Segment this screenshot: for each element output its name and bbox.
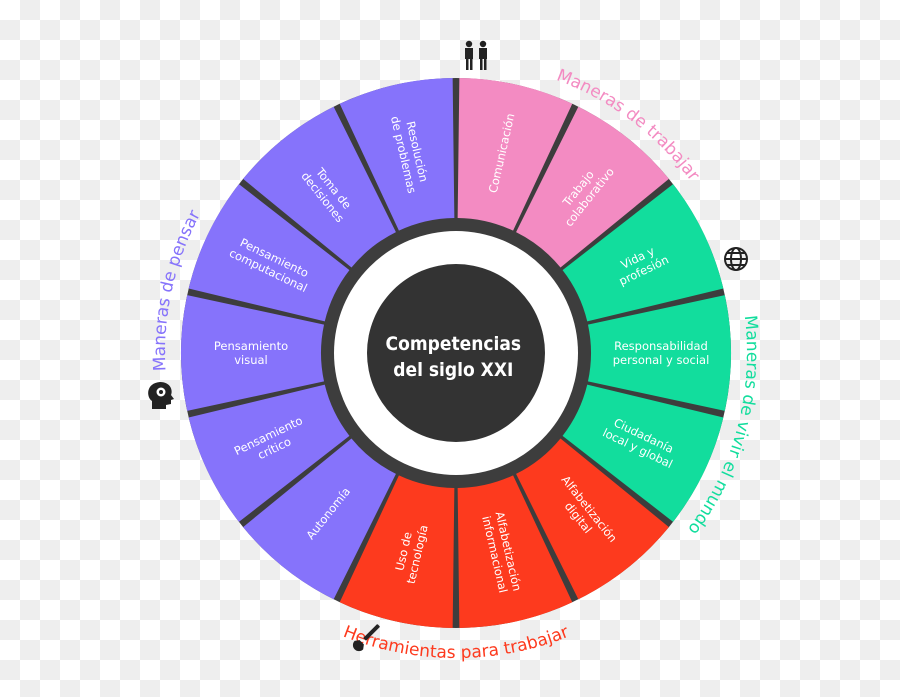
segment-wedge	[587, 295, 732, 411]
wrench-icon	[353, 624, 380, 651]
center-title-line1: Competencias	[386, 333, 522, 355]
globe-icon	[724, 247, 748, 271]
center-title-line2: del siglo XXI	[393, 359, 513, 381]
segment-pensar: Resoluciónde problemas	[339, 78, 455, 231]
segment-wedge	[562, 384, 724, 522]
segment-wedge	[188, 184, 350, 322]
segment-label-line: personal y social	[613, 353, 710, 367]
segment-wedge	[339, 78, 455, 231]
segment-wedge	[516, 438, 669, 600]
segment-wedge	[243, 438, 396, 600]
segment-herramientas: Uso detecnología	[339, 475, 455, 628]
segment-wedge	[339, 475, 455, 628]
segment-wedge	[516, 106, 669, 268]
people-icon	[465, 40, 487, 70]
segment-label-line: visual	[234, 353, 268, 367]
segment-wedge	[562, 184, 724, 322]
segment-herramientas: Alfabetizacióninformacional	[457, 475, 573, 628]
head-gear-icon	[148, 382, 174, 409]
center-circle	[367, 264, 545, 442]
segment-pensar: Pensamientocrítico	[188, 384, 350, 522]
segment-pensar: Toma dedecisiones	[243, 106, 396, 268]
segment-wedge	[181, 295, 325, 411]
segment-wedge	[457, 78, 573, 231]
segment-vivir: Vida yprofesión	[562, 184, 724, 322]
segment-trabajar: Comunicación	[457, 78, 573, 231]
segment-label-line: Responsabilidad	[614, 339, 708, 353]
segment-vivir: Ciudadaníalocal y global	[562, 384, 724, 522]
segment-herramientas: Alfabetizacióndigital	[516, 438, 669, 600]
segment-trabajar: Trabajocolaborativo	[516, 106, 669, 268]
segment-pensar: Pensamientocomputacional	[188, 184, 350, 322]
segment-wedge	[243, 106, 396, 268]
segment-wedge	[188, 384, 350, 522]
segment-wedge	[457, 475, 573, 628]
segment-label-line: Pensamiento	[214, 339, 288, 353]
segment-pensar: Autonomía	[243, 438, 396, 600]
